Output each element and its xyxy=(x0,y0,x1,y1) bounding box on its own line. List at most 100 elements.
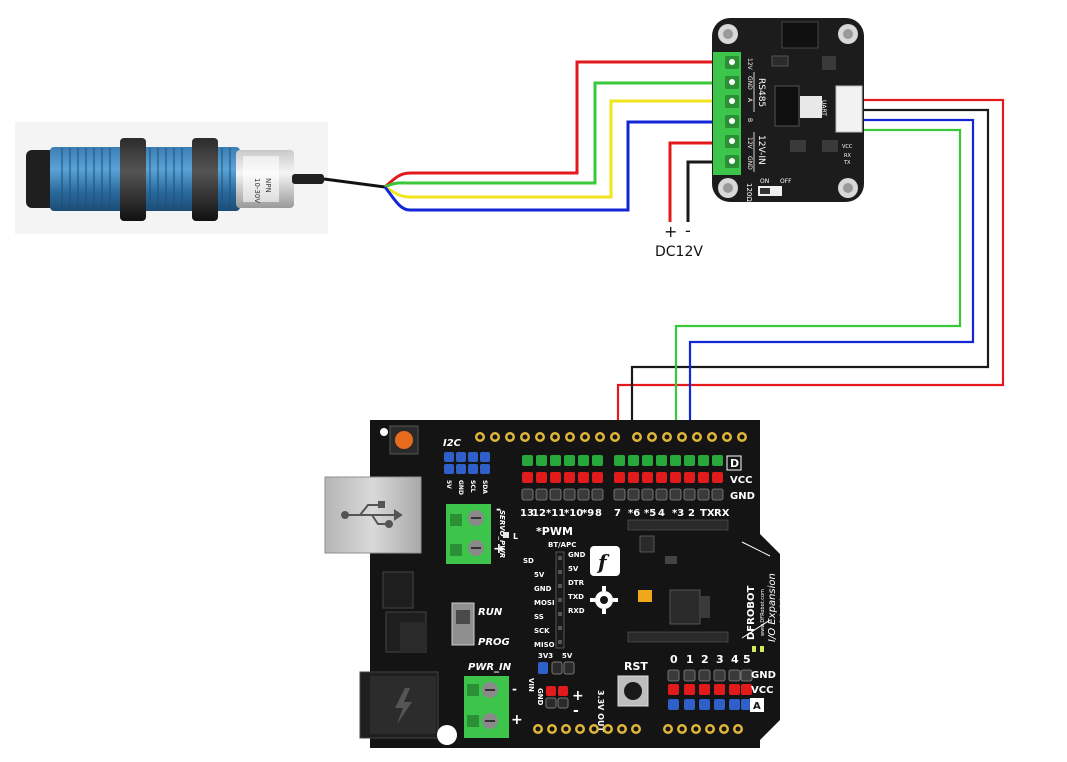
digital-vcc-pin[interactable] xyxy=(628,472,639,483)
digital-gnd-pin[interactable] xyxy=(669,488,682,501)
analog-row-gnd-label: GND xyxy=(751,670,776,681)
svg-text:-: - xyxy=(496,502,501,516)
analog-gnd-pin[interactable] xyxy=(740,669,753,682)
digital-signal-pin[interactable] xyxy=(656,455,667,466)
digital-signal-pin[interactable] xyxy=(628,455,639,466)
digital-gnd-pin[interactable] xyxy=(577,488,590,501)
digital-vcc-pin[interactable] xyxy=(536,472,547,483)
analog-gnd-pin[interactable] xyxy=(713,669,726,682)
analog-vcc-pin[interactable] xyxy=(699,684,710,695)
digital-signal-pin[interactable] xyxy=(536,455,547,466)
svg-text:-: - xyxy=(573,703,579,719)
digital-signal-pin[interactable] xyxy=(578,455,589,466)
digital-gnd-pin[interactable] xyxy=(655,488,668,501)
analog-signal-pin[interactable] xyxy=(741,699,752,710)
svg-text:+: + xyxy=(493,541,505,557)
svg-text:-: - xyxy=(512,682,517,696)
digital-gnd-pin[interactable] xyxy=(683,488,696,501)
digital-vcc-pin[interactable] xyxy=(578,472,589,483)
bottom-header-hole-center xyxy=(735,726,741,732)
digital-signal-pin[interactable] xyxy=(564,455,575,466)
digital-signal-pin[interactable] xyxy=(614,455,625,466)
digital-gnd-pin[interactable] xyxy=(591,488,604,501)
analog-signal-pin[interactable] xyxy=(714,699,725,710)
shield-title: I/O Expansion xyxy=(767,573,778,642)
out-label: 3.3V OUT xyxy=(596,690,605,732)
digital-signal-pin[interactable] xyxy=(592,455,603,466)
bottom-header-hole-center xyxy=(679,726,685,732)
shield-version: Shield V7 xyxy=(779,582,790,630)
digital-gnd-pin[interactable] xyxy=(641,488,654,501)
digital-vcc-pin[interactable] xyxy=(642,472,653,483)
digital-vcc-pin[interactable] xyxy=(592,472,603,483)
digital-gnd-pin[interactable] xyxy=(697,488,710,501)
servo-power-label: SERVO_PWR xyxy=(498,510,506,558)
digital-vcc-pin[interactable] xyxy=(656,472,667,483)
analog-gnd-pin[interactable] xyxy=(683,669,696,682)
analog-gnd-pin[interactable] xyxy=(728,669,741,682)
pwr-gnd-label: GND xyxy=(536,688,544,706)
rs485-converter: 12V GND A B 12V GND RS485 12V-IN UART VC… xyxy=(712,18,864,202)
digital-vcc-pin[interactable] xyxy=(522,472,533,483)
digital-gnd-pin[interactable] xyxy=(535,488,548,501)
board-reset-button[interactable] xyxy=(395,431,413,449)
analog-vcc-pin[interactable] xyxy=(729,684,740,695)
digital-vcc-pin[interactable] xyxy=(564,472,575,483)
apc-pin-label: GND xyxy=(568,551,586,559)
digital-pin-label: 2 xyxy=(688,508,695,519)
digital-gnd-pin[interactable] xyxy=(549,488,562,501)
digital-gnd-pin[interactable] xyxy=(613,488,626,501)
bottom-header-hole-center xyxy=(707,726,713,732)
analog-gnd-pin[interactable] xyxy=(667,669,680,682)
digital-pin-label: *5 xyxy=(644,508,656,519)
analog-vcc-pin[interactable] xyxy=(668,684,679,695)
digital-signal-pin[interactable] xyxy=(642,455,653,466)
digital-signal-pin[interactable] xyxy=(684,455,695,466)
analog-signal-pin[interactable] xyxy=(699,699,710,710)
spi-pin-label: SS xyxy=(534,613,544,621)
digital-signal-pin[interactable] xyxy=(670,455,681,466)
svg-text:+: + xyxy=(572,688,584,704)
i2c-header xyxy=(444,452,490,474)
shield-site: www.DFRobot.com xyxy=(760,589,766,636)
digital-vcc-pin[interactable] xyxy=(550,472,561,483)
analog-vcc-pin[interactable] xyxy=(714,684,725,695)
bottom-header-hole-center xyxy=(619,726,625,732)
digital-gnd-pin[interactable] xyxy=(521,488,534,501)
converter-terminal-b: B xyxy=(746,118,753,122)
converter-terminal-block xyxy=(713,52,741,175)
pwm-label: *PWM xyxy=(536,525,573,538)
digital-signal-pin[interactable] xyxy=(522,455,533,466)
digital-signal-pin[interactable] xyxy=(698,455,709,466)
power-wires xyxy=(668,141,722,222)
digital-vcc-pin[interactable] xyxy=(670,472,681,483)
digital-gnd-pin[interactable] xyxy=(563,488,576,501)
digital-gnd-pin[interactable] xyxy=(627,488,640,501)
analog-signal-pin[interactable] xyxy=(684,699,695,710)
vin-label: VIN xyxy=(527,678,535,692)
digital-signal-pin[interactable] xyxy=(712,455,723,466)
analog-signal-pin[interactable] xyxy=(729,699,740,710)
analog-vcc-pin[interactable] xyxy=(684,684,695,695)
digital-pin-label: 7 xyxy=(614,508,621,519)
digital-gnd-pin[interactable] xyxy=(711,488,724,501)
digital-row-gnd-label: GND xyxy=(730,491,755,502)
digital-pin-label: 12 xyxy=(532,508,546,519)
digital-pin-label: 13 xyxy=(520,508,534,519)
analog-gnd-pin[interactable] xyxy=(698,669,711,682)
digital-vcc-pin[interactable] xyxy=(614,472,625,483)
digital-vcc-pin[interactable] xyxy=(684,472,695,483)
analog-vcc-pin[interactable] xyxy=(741,684,752,695)
converter-switch-on: ON xyxy=(760,178,769,185)
bottom-header-hole-center xyxy=(535,726,541,732)
converter-120-label: 120Ω xyxy=(745,183,753,202)
jumper-5v-label: 5V xyxy=(562,652,573,660)
analog-row-vcc-label: VCC xyxy=(751,685,773,696)
digital-vcc-pin[interactable] xyxy=(712,472,723,483)
digital-signal-pin[interactable] xyxy=(550,455,561,466)
digital-vcc-pin[interactable] xyxy=(698,472,709,483)
analog-signal-pin[interactable] xyxy=(668,699,679,710)
gear-icon xyxy=(590,586,618,614)
converter-pin-vcc: VCC xyxy=(842,144,853,150)
